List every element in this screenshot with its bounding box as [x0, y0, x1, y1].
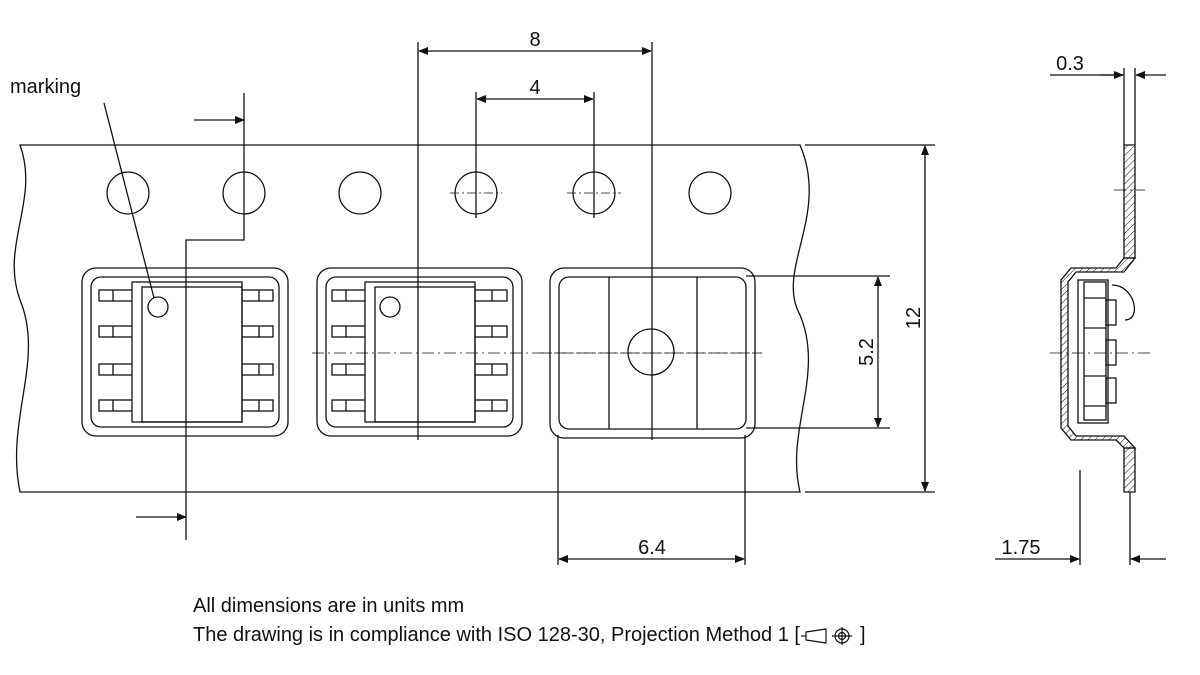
- dim-pocket-5-2: [746, 275, 890, 429]
- dim-label-0-3: 0.3: [1056, 53, 1084, 75]
- units-note: All dimensions are in units mm: [193, 595, 465, 617]
- dim-label-8: 8: [529, 29, 540, 51]
- sprocket-hole: [106, 171, 150, 215]
- dim-tape-width-12: [805, 144, 935, 493]
- side-centerlines: [1050, 189, 1150, 354]
- dim-label-4: 4: [529, 77, 540, 99]
- projection-note: The drawing is in compliance with ISO 12…: [193, 624, 866, 647]
- dim-pocket-6-4: [557, 435, 746, 565]
- first-angle-projection-icon: [800, 626, 860, 646]
- dim-label-6-4: 6.4: [638, 537, 666, 559]
- dim-label-12: 12: [903, 307, 925, 329]
- pocket-2: [316, 267, 523, 437]
- marking-label: marking: [10, 76, 81, 98]
- tape-outline: [13, 144, 810, 493]
- dim-label-1-75: 1.75: [1002, 537, 1041, 559]
- side-section-view: [1060, 68, 1137, 565]
- marking-leader: [103, 102, 155, 299]
- section-cut-line: [136, 93, 245, 540]
- sprocket-hole: [338, 171, 382, 215]
- projection-note-text: The drawing is in compliance with ISO 12…: [193, 624, 800, 646]
- sprocket-hole: [688, 171, 732, 215]
- dim-pitch-8: [417, 42, 653, 440]
- pin1-marking-dot: [147, 296, 169, 318]
- dim-label-5-2: 5.2: [856, 338, 878, 366]
- projection-note-close: ]: [859, 624, 866, 646]
- pin1-marking-dot: [379, 296, 401, 318]
- pocket-hole: [627, 328, 675, 376]
- pocket-1: [81, 267, 289, 437]
- dim-hole-pitch-4: [475, 92, 595, 218]
